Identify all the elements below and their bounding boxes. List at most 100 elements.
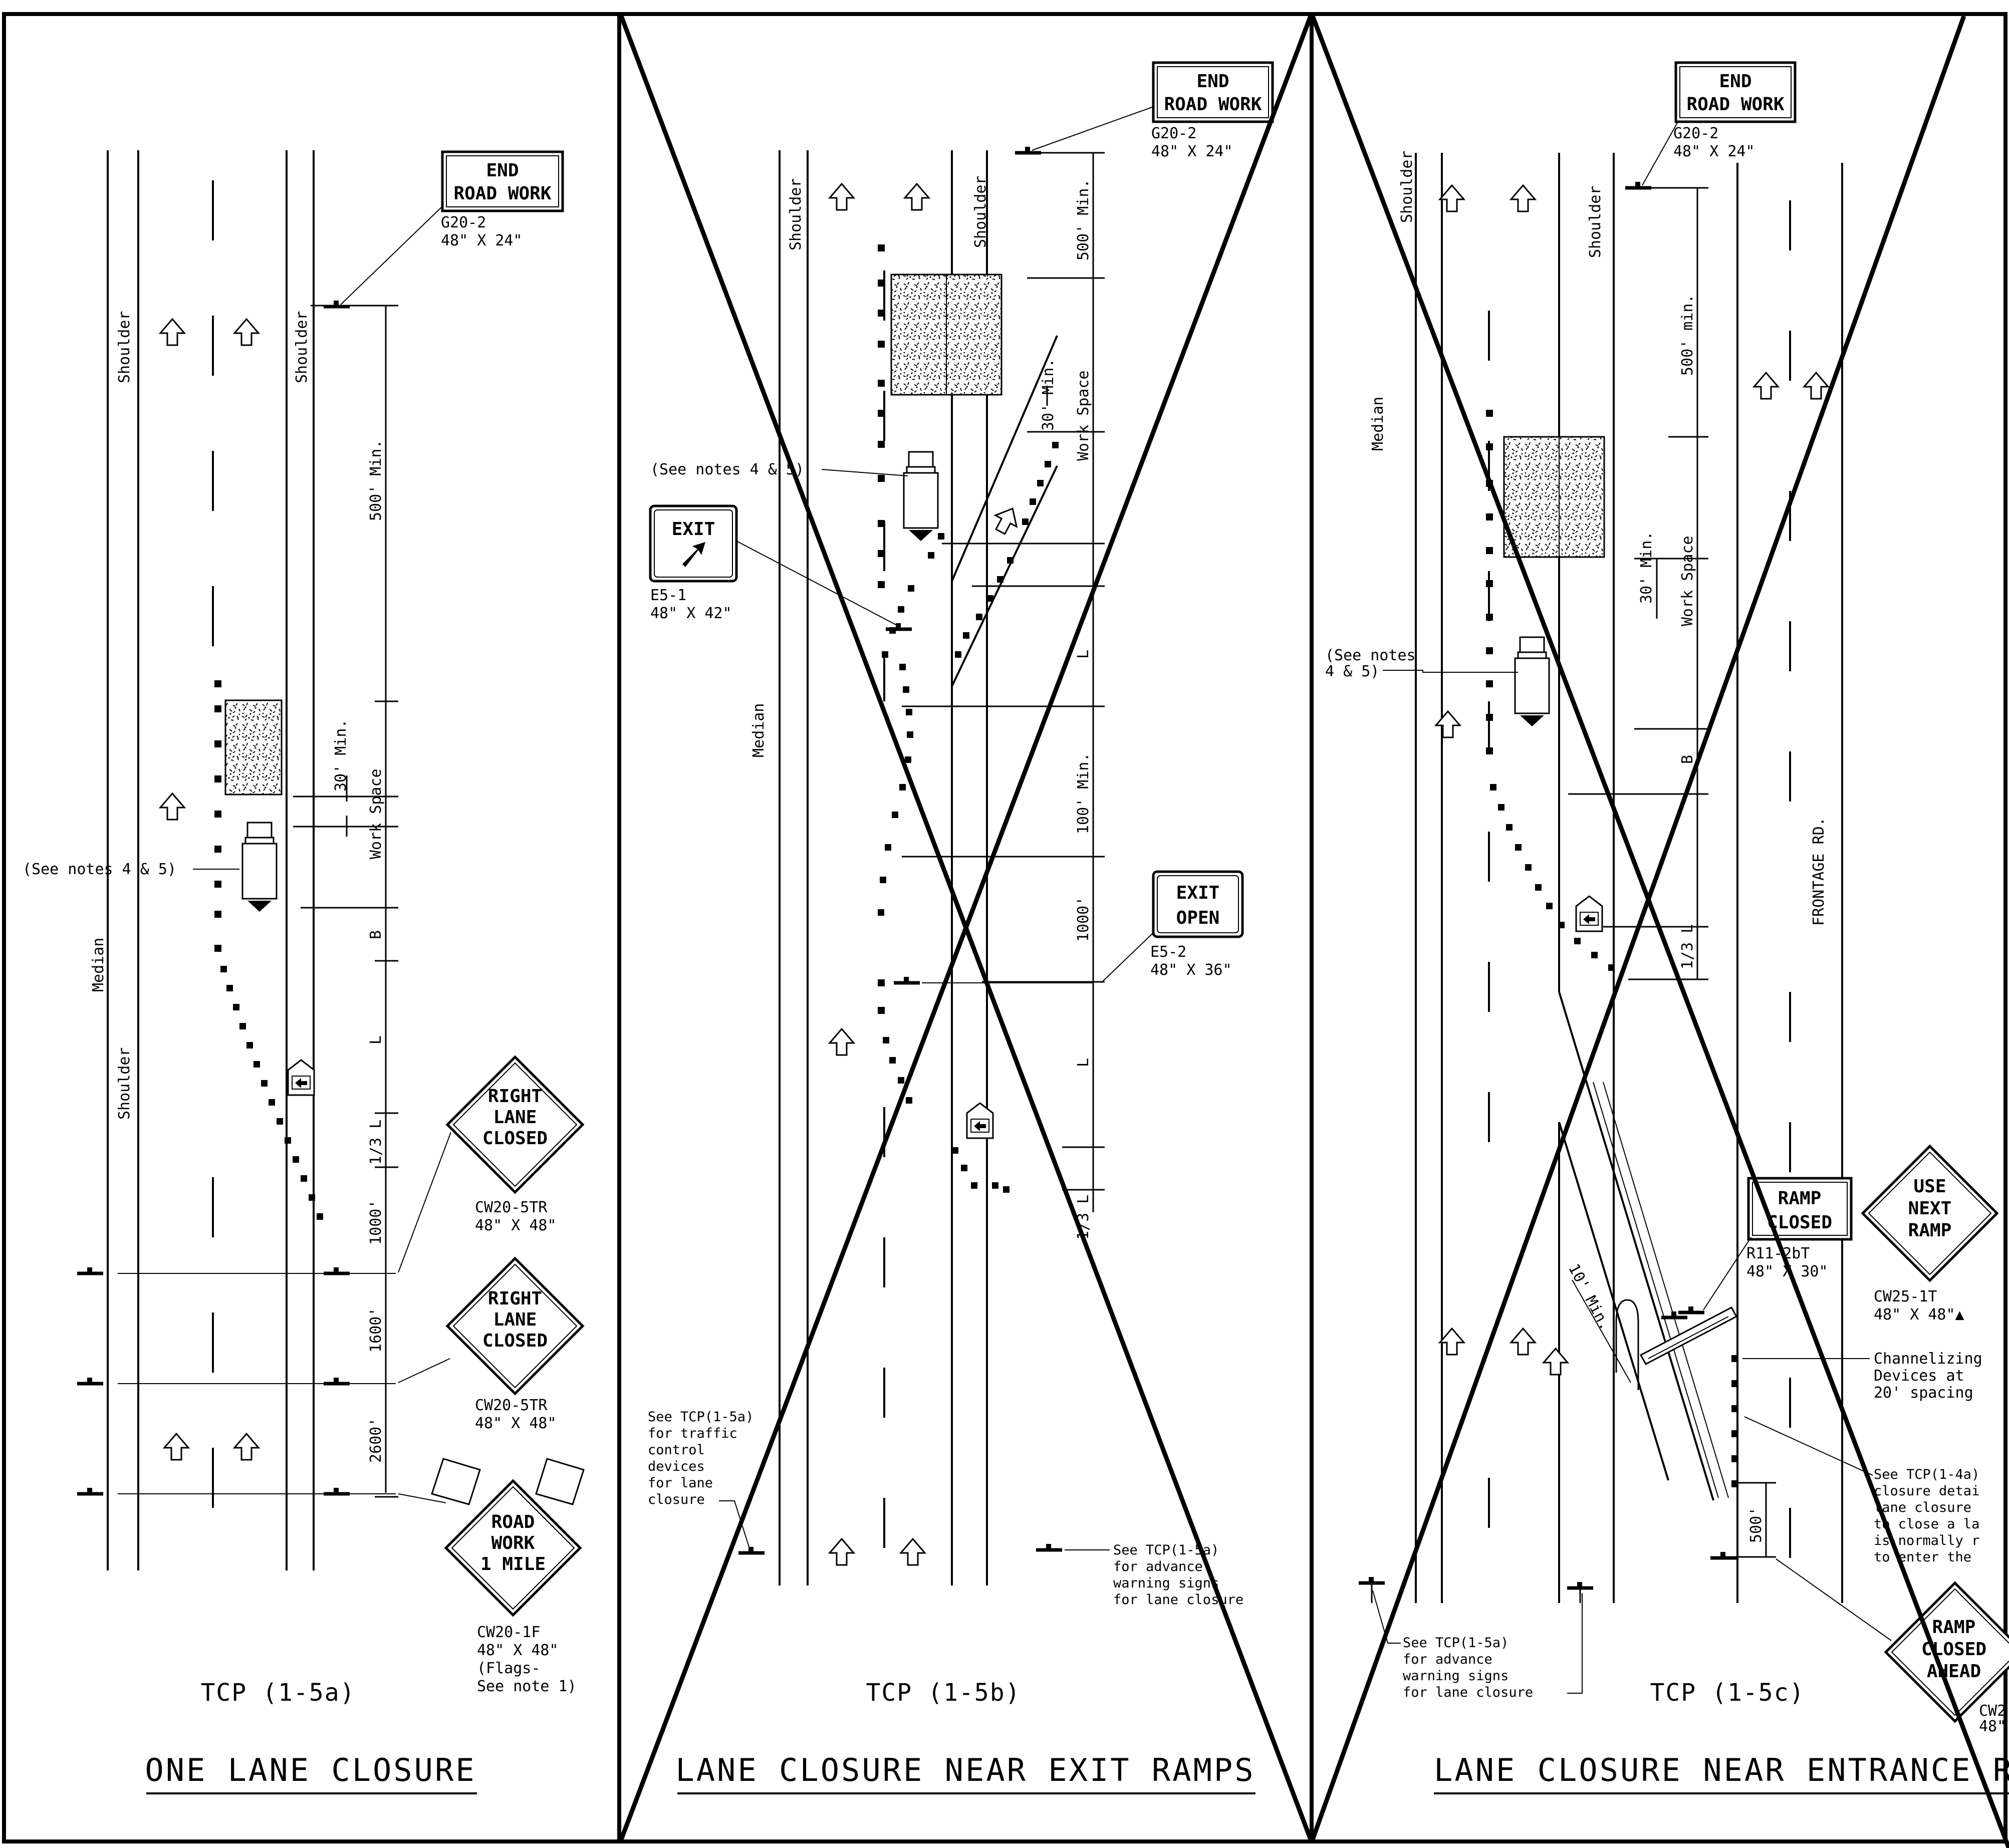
svg-text:1 MILE: 1 MILE [480, 1554, 546, 1574]
svg-text:devices: devices [648, 1459, 705, 1474]
shadow-vehicle-b [903, 451, 939, 542]
arrow-board-c [1575, 895, 1603, 932]
svg-text:RIGHT: RIGHT [488, 1086, 542, 1107]
dim-500-b: 500' Min. [1075, 179, 1092, 260]
shoulder-label-a1: Shoulder [116, 311, 133, 384]
sign-exit: EXIT E5-1 48" X 42" [649, 504, 897, 626]
svg-text:for advance: for advance [1113, 1559, 1203, 1574]
ramp-barricade [1639, 1306, 1738, 1366]
dim-1600-a: 1600' [367, 1307, 385, 1353]
frontage-label-c: FRONTAGE RD. [1810, 817, 1828, 926]
shadow-vehicle-c [1514, 636, 1550, 727]
median-label-a: Median [90, 938, 107, 992]
sign-end-road-work-c: END ROAD WORK G20-2 48" X 24" [1642, 61, 1797, 186]
work-space-label-c: Work Space [1679, 536, 1696, 626]
note-advance-signs-c: See TCP(1-5a) for advance warning signs … [1372, 1590, 1583, 1700]
svg-text:for lane closure: for lane closure [1403, 1685, 1533, 1700]
svg-text:48" X 24": 48" X 24" [1151, 143, 1233, 160]
dim-30-b: 30' Min. [1040, 359, 1057, 431]
dim-b-a: B [367, 930, 385, 939]
tcp-label-a: TCP (1-5a) [201, 1679, 356, 1707]
svg-text:RAMP: RAMP [1778, 1188, 1822, 1209]
sign-end-road-work-b: END ROAD WORK G20-2 48" X 24" [1032, 61, 1274, 160]
see-notes-c1: (See notes [1325, 647, 1416, 664]
svg-text:(Flags-: (Flags- [477, 1660, 540, 1677]
dim-500-c: 500' min. [1679, 294, 1696, 376]
sign-right-lane-closed-2: RIGHT LANE CLOSED CW20-5TR 48" X 48" [398, 1256, 585, 1432]
svg-text:END: END [486, 160, 519, 181]
svg-text:48" X 36": 48" X 36" [1150, 961, 1232, 979]
svg-text:See TCP(1-5a): See TCP(1-5a) [1403, 1635, 1509, 1651]
dim-30-a: 30' Min. [332, 719, 350, 792]
dim-10-c: 10' Min. [1565, 1261, 1614, 1333]
dim-l13-c: 1/3 L [1679, 924, 1696, 969]
svg-text:Devices at: Devices at [1874, 1367, 1964, 1385]
svg-text:control: control [648, 1442, 705, 1458]
svg-text:G20-2: G20-2 [1151, 125, 1196, 142]
svg-text:NEXT: NEXT [1908, 1198, 1952, 1219]
panel-title-b: LANE CLOSURE NEAR EXIT RAMPS [675, 1752, 1255, 1788]
panel-title-c: LANE CLOSURE NEAR ENTRANCE R [1434, 1752, 2009, 1788]
svg-text:warning signs: warning signs [1113, 1575, 1219, 1591]
svg-text:ROAD WORK: ROAD WORK [1164, 94, 1262, 115]
svg-text:See TCP(1-5a): See TCP(1-5a) [648, 1409, 754, 1425]
note-channelizing: Channelizing Devices at 20' spacing [1742, 1350, 1982, 1402]
sign-road-work-1-mile: ROAD WORK 1 MILE CW20-1F 48" X 48" (Flag… [398, 1458, 585, 1695]
svg-text:warning signs: warning signs [1403, 1668, 1509, 1684]
svg-text:LANE: LANE [493, 1309, 537, 1330]
svg-text:20' spacing: 20' spacing [1874, 1384, 1973, 1402]
svg-text:LANE: LANE [493, 1107, 537, 1128]
see-notes-b: (See notes 4 & 5) [650, 461, 804, 478]
shoulder-label-a2: Shoulder [293, 311, 311, 384]
svg-text:for lane: for lane [648, 1475, 713, 1491]
note-advance-signs-b: See TCP(1-5a) for advance warning signs … [1065, 1542, 1243, 1608]
svg-text:END: END [1719, 71, 1751, 92]
work-space-label-b: Work Space [1075, 370, 1092, 461]
panel-entrance-ramps: Shoulder Shoulder Median FRONTAGE RD. (S… [1310, 15, 2009, 1848]
dim-30-c: 30' Min. [1638, 532, 1655, 604]
svg-text:to enter the: to enter the [1874, 1549, 1971, 1565]
svg-text:R11-2bT: R11-2bT [1746, 1245, 1810, 1262]
svg-text:RIGHT: RIGHT [488, 1288, 542, 1309]
shoulder-label-b2: Shoulder [972, 176, 989, 248]
svg-text:48" X 24": 48" X 24" [1673, 143, 1755, 160]
svg-text:closure detai: closure detai [1874, 1483, 1979, 1499]
median-label-c: Median [1369, 397, 1387, 451]
void-cross-b2 [619, 15, 1313, 1840]
dim-1000-a: 1000' [367, 1200, 385, 1245]
work-area-a [224, 699, 283, 796]
svg-text:48" X 24": 48" X 24" [441, 232, 523, 249]
svg-text:CW2: CW2 [1979, 1702, 2006, 1720]
shoulder-label-b1: Shoulder [787, 178, 805, 251]
dim-l-b1: L [1075, 650, 1092, 659]
svg-text:to close a la: to close a la [1874, 1516, 1979, 1532]
void-cross-c2 [1310, 15, 1966, 1840]
svg-text:END: END [1196, 71, 1229, 92]
svg-text:ROAD WORK: ROAD WORK [1686, 94, 1784, 115]
svg-text:EXIT: EXIT [1176, 883, 1220, 903]
svg-text:E5-1: E5-1 [650, 587, 686, 604]
work-space-label-a: Work Space [367, 768, 385, 859]
see-notes-c2: 4 & 5) [1325, 663, 1379, 680]
channelizing-devices-a [214, 680, 323, 1220]
dim-l-b2: L [1075, 1058, 1092, 1067]
svg-text:for traffic: for traffic [648, 1426, 737, 1441]
void-cross-c1 [1310, 15, 2009, 1848]
svg-text:for advance: for advance [1403, 1652, 1492, 1667]
svg-text:G20-2: G20-2 [1673, 125, 1718, 142]
svg-text:RAMP: RAMP [1908, 1220, 1952, 1241]
see-notes-a: (See notes 4 & 5) [23, 861, 176, 878]
shoulder-label-c2: Shoulder [1587, 186, 1604, 258]
svg-text:Channelizing: Channelizing [1874, 1350, 1982, 1368]
dim-l13-a: 1/3 L [367, 1120, 385, 1165]
tcp-label-b: TCP (1-5b) [866, 1679, 1021, 1707]
svg-text:48" X 42": 48" X 42" [650, 605, 732, 622]
svg-text:WORK: WORK [491, 1533, 535, 1553]
shadow-vehicle-a [241, 822, 278, 913]
svg-text:See TCP(1-4a): See TCP(1-4a) [1874, 1467, 1979, 1482]
svg-text:EXIT: EXIT [672, 519, 715, 540]
svg-text:CLOSED: CLOSED [482, 1128, 548, 1149]
svg-text:G20-2: G20-2 [441, 214, 486, 231]
svg-text:ROAD: ROAD [491, 1512, 535, 1532]
